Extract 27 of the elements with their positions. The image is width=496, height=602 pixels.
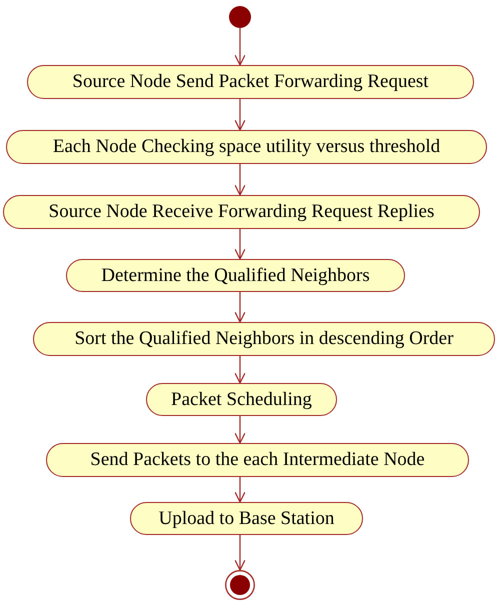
action-label: Each Node Checking space utility versus threshold [52, 136, 440, 158]
arrow [234, 416, 246, 444]
arrow [234, 477, 246, 503]
action-box [66, 259, 405, 292]
arrow [234, 164, 246, 196]
action-box [27, 65, 474, 99]
action-box [46, 443, 469, 477]
action-box [146, 383, 337, 416]
action-label: Source Node Send Packet Forwarding Request [72, 71, 429, 93]
arrow [234, 229, 246, 260]
action-box [3, 195, 480, 229]
initial-node-circle [229, 6, 251, 28]
action-box [33, 322, 495, 356]
action-box [130, 502, 363, 535]
arrow [234, 28, 246, 66]
action-label: Determine the Qualified Neighbors [101, 264, 370, 286]
action-label: Sort the Qualified Neighbors in descending Order [74, 328, 454, 350]
arrow [234, 356, 246, 384]
arrow [234, 99, 246, 131]
action-label: Packet Scheduling [171, 388, 312, 410]
action-label: Source Node Receive Forwarding Request Replies [48, 201, 434, 223]
action-label: Upload to Base Station [158, 508, 334, 530]
action-box [6, 130, 487, 164]
arrow [234, 292, 246, 323]
arrow [234, 535, 246, 571]
action-label: Send Packets to the each Intermediate Node [90, 449, 425, 471]
final-node-circle [225, 570, 255, 600]
